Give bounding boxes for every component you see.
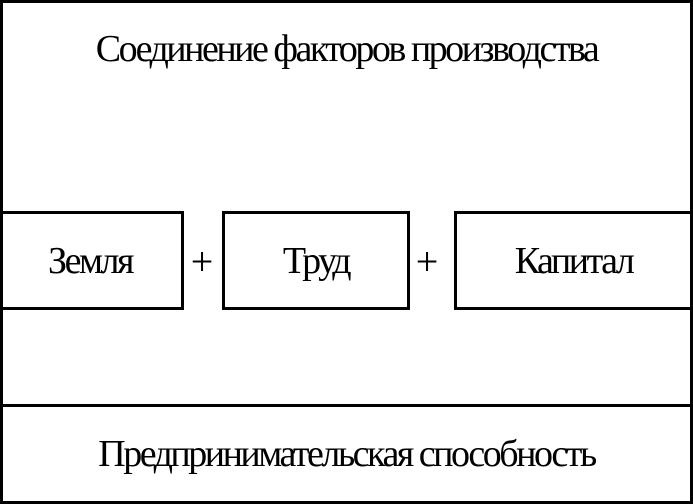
title-label: Соединение факторов производства <box>95 27 600 70</box>
factor-box-capital: Капитал <box>454 211 693 310</box>
title-box: Соединение факторов производства <box>0 0 693 97</box>
footer-label: Предпринимательская способность <box>98 433 597 475</box>
factor-label-labor: Труд <box>282 239 352 282</box>
factor-box-land: Земля <box>0 211 184 310</box>
factor-box-labor: Труд <box>222 211 410 310</box>
factor-label-land: Земля <box>48 239 134 282</box>
plus-sign: + <box>190 239 214 284</box>
plus-sign: + <box>415 239 439 284</box>
factor-label-capital: Капитал <box>514 239 635 282</box>
footer-box: Предпринимательская способность <box>0 404 693 504</box>
